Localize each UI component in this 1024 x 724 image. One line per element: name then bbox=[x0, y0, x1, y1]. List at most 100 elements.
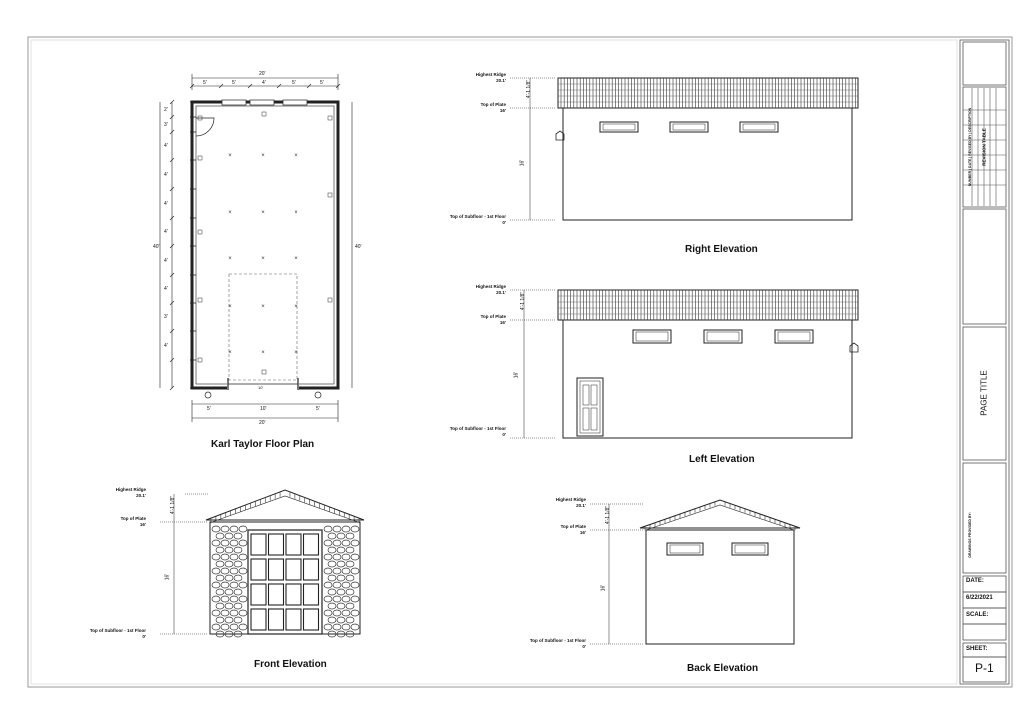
stone bbox=[327, 630, 337, 638]
stone bbox=[220, 567, 230, 575]
stone bbox=[341, 595, 351, 603]
dim-tick bbox=[169, 272, 175, 278]
stone bbox=[211, 539, 221, 547]
stone bbox=[215, 630, 225, 638]
overall-width-top: 20' bbox=[259, 71, 266, 77]
dim-tick bbox=[169, 385, 175, 391]
stone bbox=[327, 532, 337, 540]
stone bbox=[350, 595, 360, 603]
stone bbox=[215, 602, 225, 610]
dim-tick bbox=[247, 83, 253, 89]
outlet-mark bbox=[261, 111, 267, 117]
garage-door-panels bbox=[250, 533, 320, 631]
stone bbox=[220, 553, 230, 561]
scale-label: SCALE: bbox=[966, 612, 989, 618]
side-seg: 3' bbox=[164, 314, 168, 320]
stone bbox=[215, 546, 225, 554]
outlet-mark bbox=[327, 192, 333, 198]
stone bbox=[220, 623, 230, 631]
stone bbox=[332, 623, 342, 631]
sheet-number: P-1 bbox=[975, 661, 994, 675]
stone bbox=[323, 525, 333, 533]
gap-dim: 4'-1 1/8" bbox=[605, 505, 612, 525]
stone bbox=[341, 553, 351, 561]
stone bbox=[220, 595, 230, 603]
top-seg-5: 5' bbox=[320, 80, 324, 86]
stone bbox=[336, 588, 346, 596]
stone bbox=[215, 532, 225, 540]
stone bbox=[332, 609, 342, 617]
door-panel bbox=[267, 558, 285, 581]
stone bbox=[323, 581, 333, 589]
stone bbox=[233, 602, 243, 610]
date-value: 6/22/2021 bbox=[966, 595, 993, 601]
stone bbox=[238, 539, 248, 547]
fixture-mark: × bbox=[228, 304, 232, 310]
sheet-inner-border bbox=[30, 39, 958, 685]
stone bbox=[211, 623, 221, 631]
door-panel bbox=[250, 583, 267, 606]
gap-dim: 4'-1 1/8" bbox=[520, 291, 527, 311]
stone bbox=[341, 609, 351, 617]
overall-depth-left: 40' bbox=[153, 244, 160, 250]
stone bbox=[229, 553, 239, 561]
stone bbox=[341, 581, 351, 589]
stone bbox=[336, 616, 346, 624]
side-seg: 4' bbox=[164, 342, 168, 349]
fixture-mark: × bbox=[228, 350, 232, 356]
ceiling-fixtures: ××××××××××××××× bbox=[197, 111, 333, 375]
stone bbox=[238, 567, 248, 575]
stone bbox=[327, 560, 337, 568]
door-panel bbox=[302, 533, 320, 556]
outlet-mark bbox=[327, 115, 333, 121]
dim-tick bbox=[169, 243, 175, 249]
stone bbox=[350, 525, 360, 533]
stone bbox=[238, 595, 248, 603]
stone bbox=[238, 553, 248, 561]
stone bbox=[211, 525, 221, 533]
stone-veneer bbox=[210, 491, 796, 638]
overall-width-bottom: 20' bbox=[259, 420, 266, 426]
door-panel bbox=[285, 583, 302, 606]
stone bbox=[345, 630, 355, 638]
stone bbox=[327, 602, 337, 610]
outlet-mark bbox=[261, 369, 267, 375]
stone bbox=[233, 560, 243, 568]
page-title: PAGE TITLE bbox=[979, 370, 989, 416]
side-seg: 4' bbox=[164, 286, 168, 292]
stone bbox=[350, 539, 360, 547]
stone bbox=[323, 567, 333, 575]
outlet-mark bbox=[197, 229, 203, 235]
floor-plan-title: Karl Taylor Floor Plan bbox=[211, 439, 315, 450]
gap-dim: 4'-1 1/8" bbox=[526, 79, 533, 99]
fixture-mark: × bbox=[294, 350, 298, 356]
stone bbox=[229, 609, 239, 617]
fixture-mark: × bbox=[294, 153, 298, 159]
front-elevation bbox=[160, 489, 365, 635]
stone bbox=[229, 581, 239, 589]
stone bbox=[233, 532, 243, 540]
dim-tick bbox=[169, 99, 175, 105]
stone bbox=[332, 581, 342, 589]
top-seg-2: 5' bbox=[232, 80, 236, 86]
height-dim: 16' bbox=[519, 159, 526, 167]
stone bbox=[224, 616, 234, 624]
stone bbox=[229, 595, 239, 603]
stone bbox=[336, 532, 346, 540]
bottom-seg-1: 5' bbox=[207, 406, 211, 412]
height-dim: 16' bbox=[513, 371, 520, 379]
stone bbox=[327, 546, 337, 554]
stone bbox=[224, 588, 234, 596]
stone bbox=[224, 560, 234, 568]
dim-tick bbox=[169, 157, 175, 163]
stone bbox=[336, 602, 346, 610]
side-seg: 4' bbox=[164, 143, 168, 149]
door-panel bbox=[267, 583, 285, 606]
outlet-mark bbox=[197, 357, 203, 363]
fixture-mark: × bbox=[261, 350, 265, 356]
top-seg-4: 5' bbox=[292, 80, 296, 86]
fixture-mark: × bbox=[228, 256, 232, 262]
